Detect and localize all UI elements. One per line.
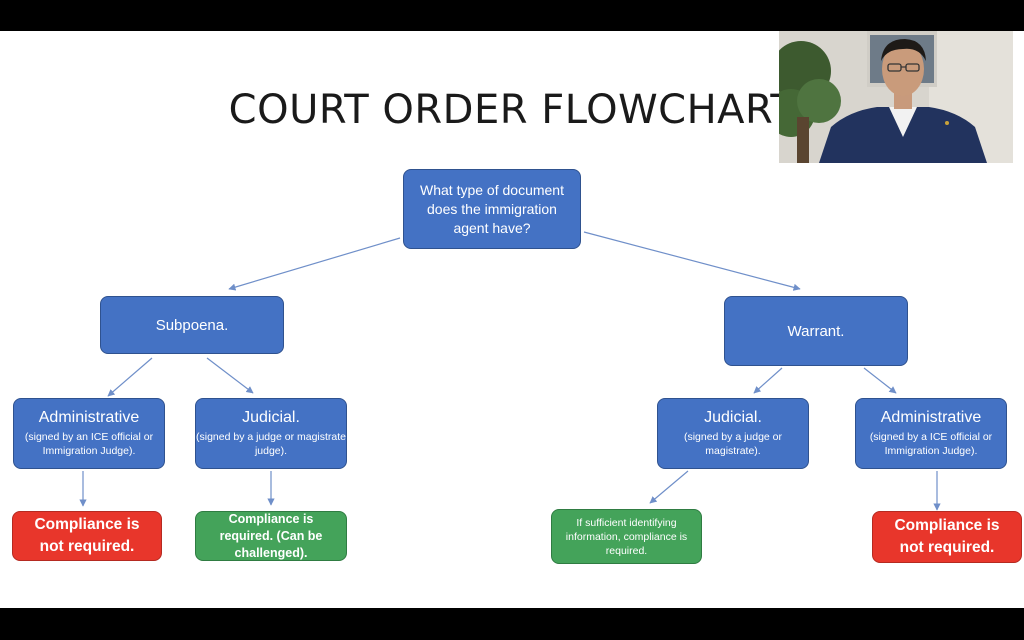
subpoena-admin-title: Administrative <box>38 409 140 426</box>
warrant-admin-box: Administrative (signed by a ICE official… <box>855 398 1007 469</box>
warrant-admin-result: Compliance is not required. <box>872 511 1022 563</box>
arrow-judicial-result-right <box>649 470 689 504</box>
subpoena-admin-result: Compliance is not required. <box>12 511 162 561</box>
subpoena-judicial-result-text: Compliance is required. (Can be challeng… <box>219 511 323 560</box>
presenter-image <box>779 31 1013 163</box>
arrow-root-warrant <box>583 231 801 291</box>
arrow-subpoena-judicial <box>206 357 254 394</box>
warrant-judicial-result: If sufficient identifying information, c… <box>551 509 702 564</box>
arrow-subpoena-admin <box>107 357 153 397</box>
connector-arrows <box>79 231 941 511</box>
subpoena-admin-result-text: Compliance is not required. <box>34 516 140 555</box>
subpoena-box: Subpoena. <box>100 296 284 354</box>
warrant-judicial-note: (signed by a judge or magistrate). <box>683 431 783 457</box>
arrow-root-subpoena <box>228 237 401 291</box>
root-question-text: What type of document does the immigrati… <box>420 181 564 236</box>
subpoena-admin-box: Administrative (signed by an ICE officia… <box>13 398 165 469</box>
arrow-warrant-judicial <box>753 367 783 394</box>
presenter-webcam-video <box>779 31 1013 163</box>
page-title: COURT ORDER FLOWCHART <box>228 87 796 133</box>
arrow-warrant-admin <box>863 367 897 394</box>
root-question-box: What type of document does the immigrati… <box>403 169 581 249</box>
warrant-label: Warrant. <box>787 322 845 340</box>
slide: COURT ORDER FLOWCHART What type of docum… <box>0 31 1024 608</box>
subpoena-label: Subpoena. <box>155 316 229 334</box>
warrant-admin-note: (signed by a ICE official or Immigration… <box>869 431 993 457</box>
subpoena-judicial-note: (signed by a judge or magistrate judge). <box>196 431 346 457</box>
warrant-admin-result-text: Compliance is not required. <box>894 517 1000 556</box>
subpoena-judicial-title: Judicial. <box>242 409 300 426</box>
warrant-judicial-title: Judicial. <box>704 409 762 426</box>
subpoena-judicial-box: Judicial. (signed by a judge or magistra… <box>195 398 347 469</box>
subpoena-admin-note: (signed by an ICE official or Immigratio… <box>24 431 154 457</box>
warrant-judicial-result-text: If sufficient identifying information, c… <box>565 516 688 557</box>
warrant-box: Warrant. <box>724 296 908 366</box>
warrant-admin-title: Administrative <box>880 409 982 426</box>
subpoena-judicial-result: Compliance is required. (Can be challeng… <box>195 511 347 561</box>
warrant-judicial-box: Judicial. (signed by a judge or magistra… <box>657 398 809 469</box>
